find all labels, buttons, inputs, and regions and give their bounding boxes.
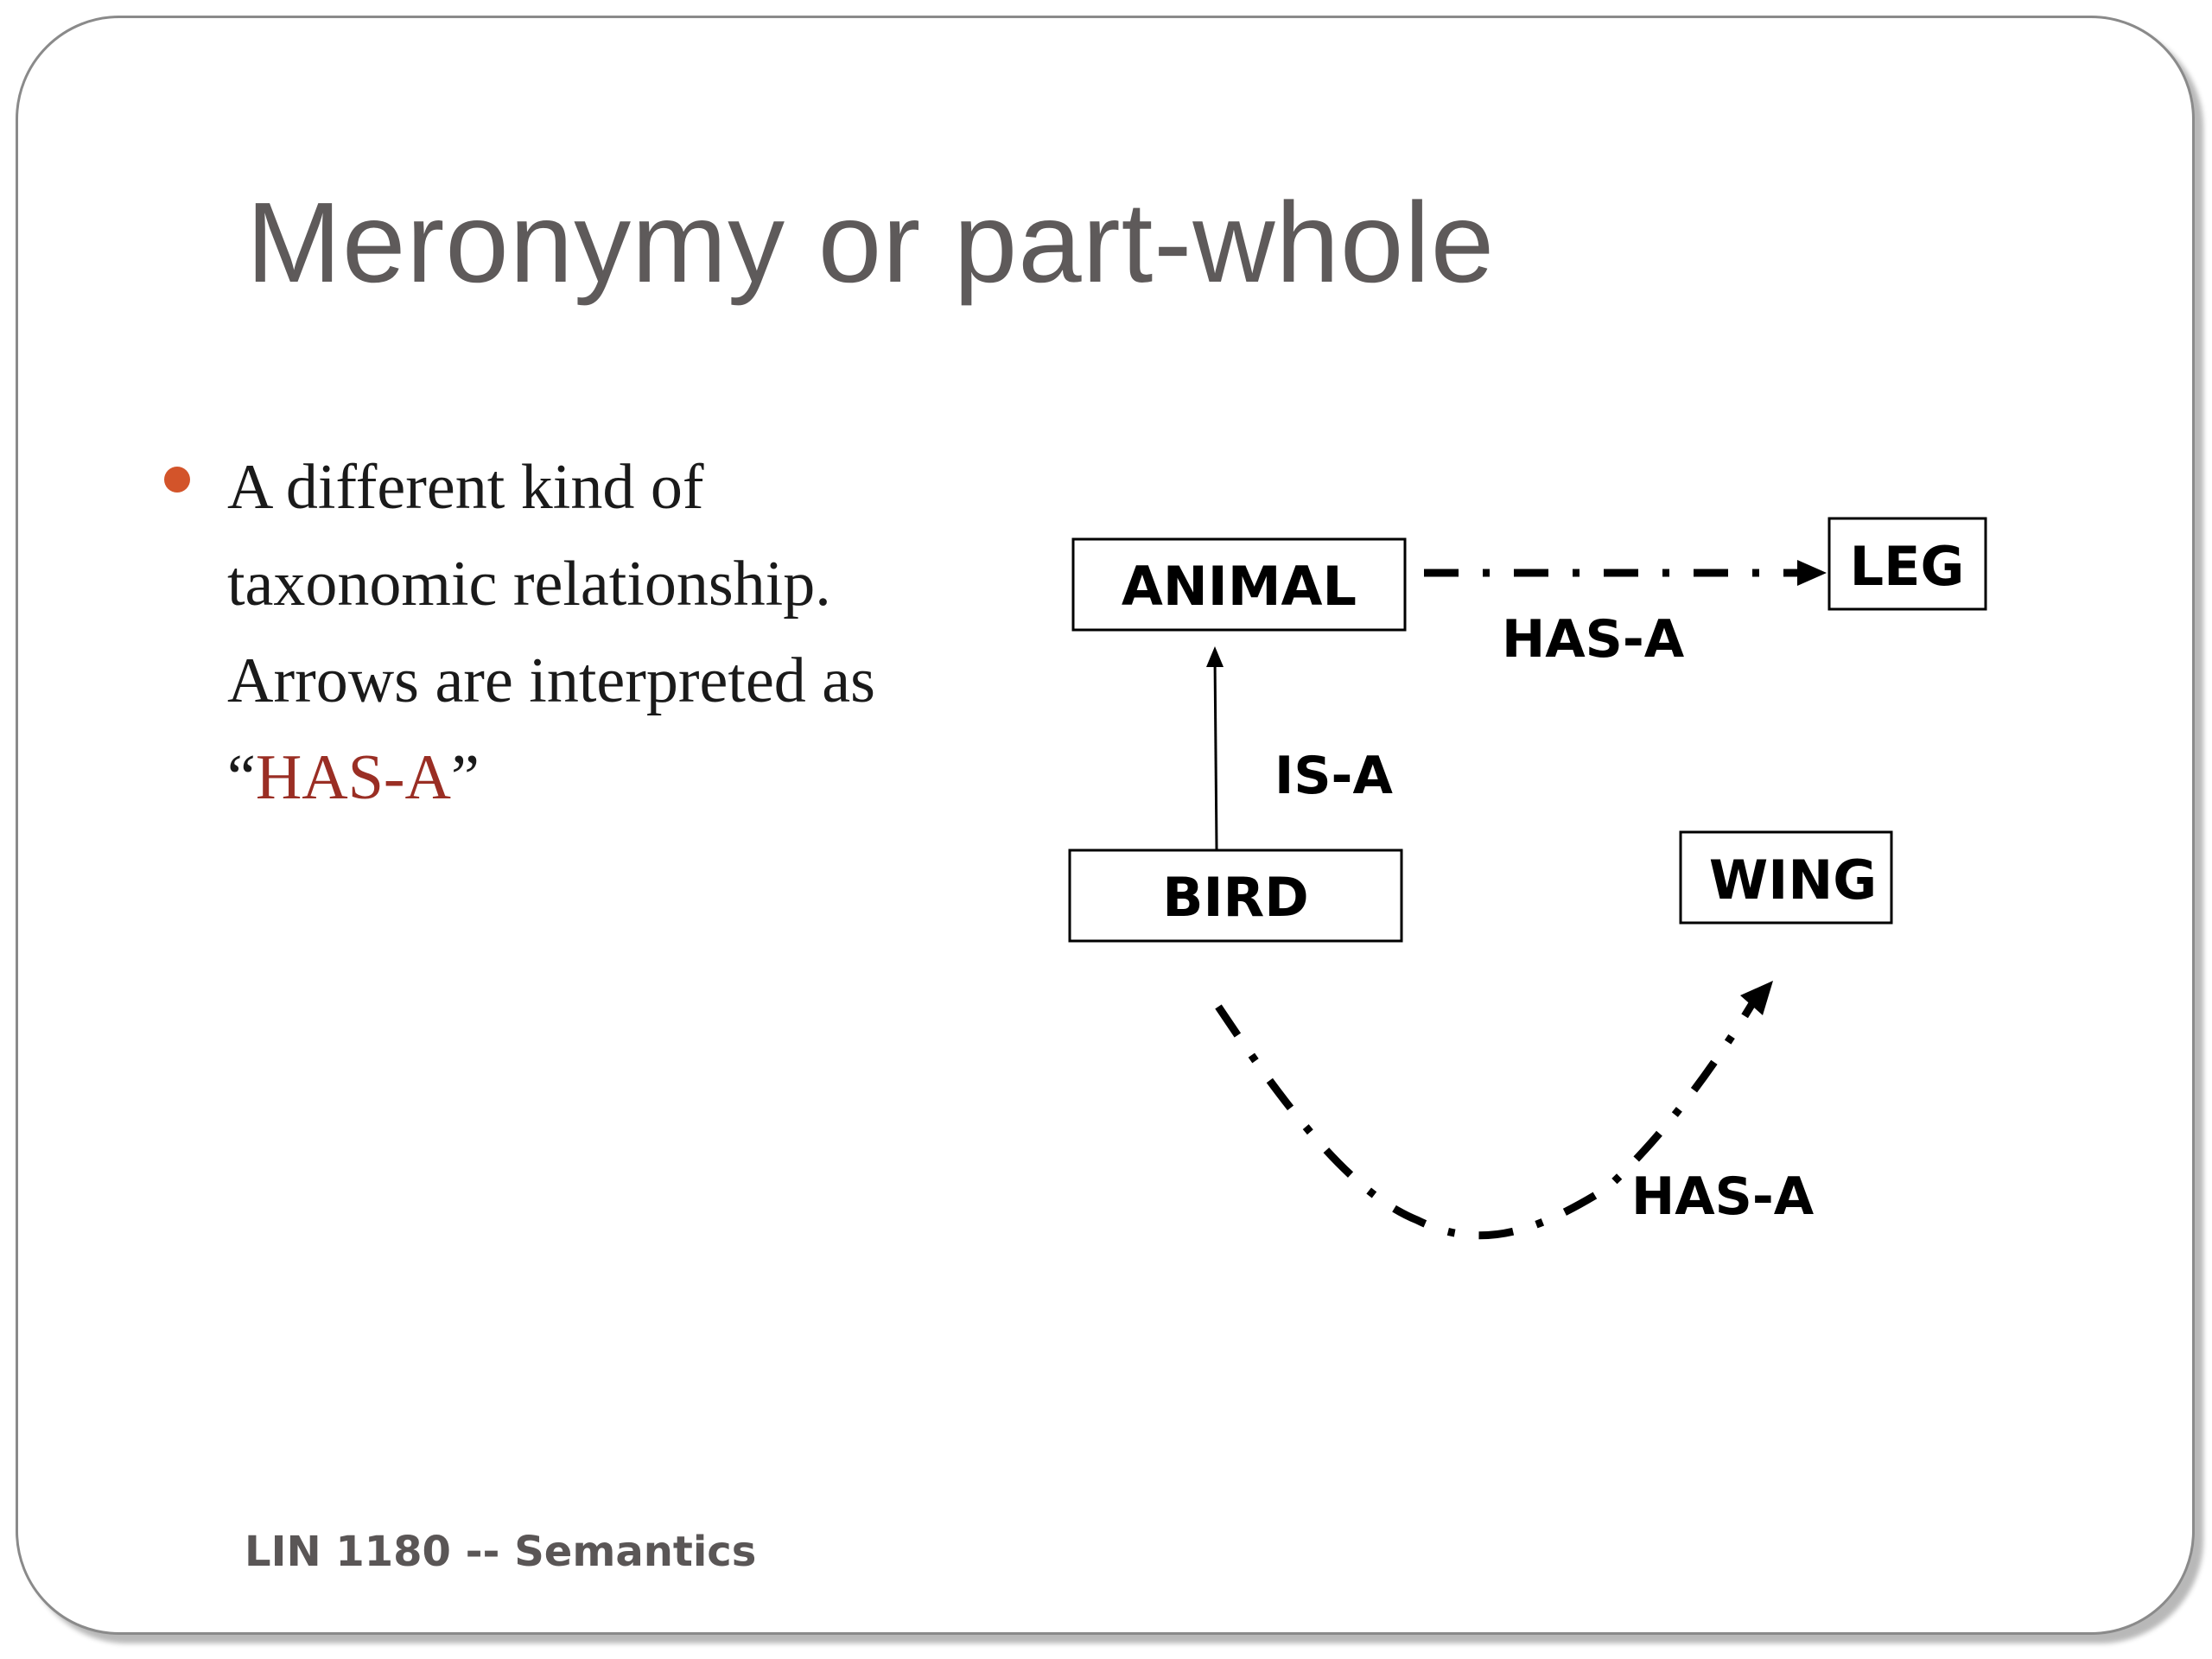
arrowhead-icon <box>1797 560 1827 586</box>
edge-bird-wing: HAS-A <box>1215 981 1815 1240</box>
bullet-line-2: taxonomic relationship. <box>227 549 831 620</box>
slide-frame <box>16 16 2195 1635</box>
arrowhead-icon <box>1740 981 1773 1015</box>
edge-is-a: IS-A <box>1206 646 1393 850</box>
node-bird: BIRD <box>1068 849 1403 943</box>
has-a-highlight: HAS-A <box>255 742 451 813</box>
page-title: Meronymy or part-whole <box>246 179 1496 306</box>
edge-animal-leg: HAS-A <box>1424 560 1827 670</box>
edge-is-a-label: IS-A <box>1274 746 1393 806</box>
bullet-line-4: “HAS-A” <box>227 729 1005 826</box>
bullet-icon <box>164 467 190 493</box>
node-animal: ANIMAL <box>1071 537 1407 632</box>
node-animal-label: ANIMAL <box>1122 555 1357 618</box>
quote-close: ” <box>450 742 480 813</box>
node-wing: WING <box>1679 830 1893 925</box>
bullet-line-1: A different kind of <box>227 452 704 523</box>
node-leg: LEG <box>1827 517 1987 611</box>
bullet-text: A different kind of taxonomic relationsh… <box>227 439 1005 826</box>
node-leg-label: LEG <box>1850 535 1965 598</box>
node-bird-label: BIRD <box>1162 866 1309 929</box>
edge-animal-leg-label: HAS-A <box>1502 609 1685 670</box>
quote-open: “ <box>227 742 256 813</box>
bullet-line-3: Arrows are interpreted as <box>227 645 875 716</box>
node-wing-label: WING <box>1709 849 1877 912</box>
footer-course-label: LIN 1180 -- Semantics <box>245 1528 757 1576</box>
edge-bird-wing-label: HAS-A <box>1631 1166 1815 1227</box>
arrowhead-icon <box>1206 646 1224 667</box>
